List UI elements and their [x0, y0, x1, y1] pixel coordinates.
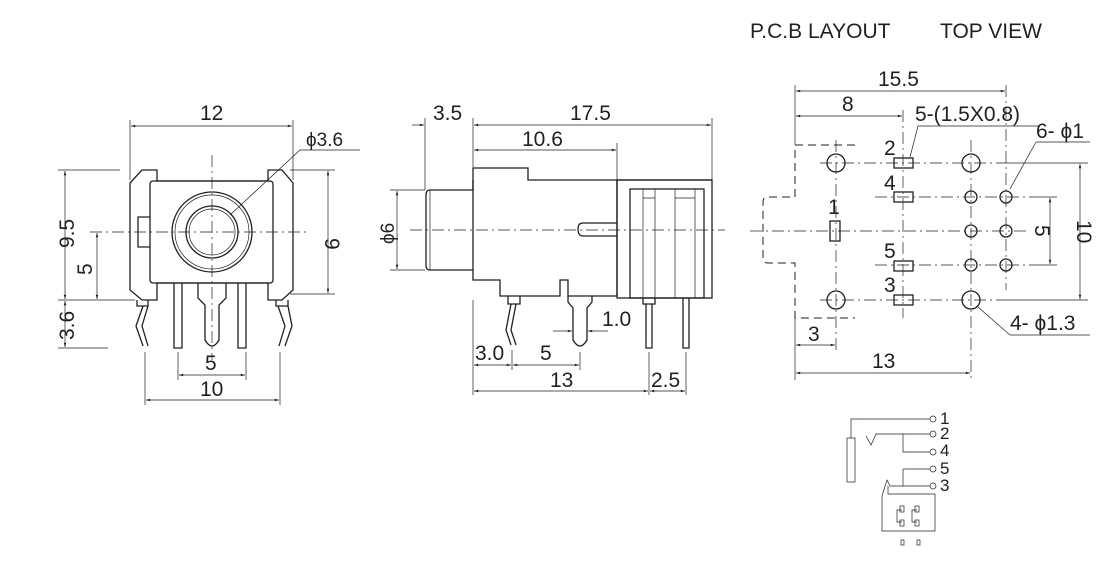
- slot-spec-label: 5-(1.5X0.8): [915, 103, 1020, 126]
- pcb-layout-view: 1 2 4 5 3 15.5 8 5-(1.5X0.8) 6- ϕ1 4- ϕ1…: [750, 68, 1095, 380]
- dim-body-height: 9: [320, 238, 343, 250]
- dim-pin-pitch: 5: [205, 352, 217, 375]
- dim-nose-length: 3.5: [433, 102, 462, 125]
- schematic-pin-1: 1: [940, 409, 949, 428]
- dim-pin-span: 10: [200, 378, 223, 401]
- dim-edge: 3: [808, 323, 820, 346]
- large-hole: [826, 153, 981, 310]
- dim-pin-length: 3.6: [56, 311, 79, 340]
- dim-height-total: 9.5: [56, 219, 79, 248]
- dim-pitch-large: 10: [1072, 220, 1095, 243]
- side-view: 3.5 17.5 10.6 ϕ6 1.0 3.0 5 13 2.5: [378, 102, 725, 395]
- front-view: 12 ϕ3.6 9.5 5 3.6 9 5 10: [56, 102, 360, 405]
- small-hole: [964, 190, 1013, 272]
- dim-hole-dia: ϕ3.6: [306, 130, 343, 151]
- dim-offset: 8: [842, 93, 854, 116]
- top-view-title: TOP VIEW: [940, 20, 1042, 43]
- small-holes-label: 6- ϕ1: [1036, 120, 1084, 143]
- schematic-pin-3: 3: [940, 476, 949, 495]
- dim-pin-offset: 3.0: [475, 342, 504, 365]
- dim-pin-span: 13: [550, 369, 573, 392]
- schematic: 1 2 4 5 3: [846, 409, 949, 546]
- schematic-pin-2: 2: [940, 424, 949, 443]
- pad-label-2: 2: [884, 137, 896, 160]
- schematic-pin-4: 4: [940, 441, 949, 460]
- pcb-layout-title: P.C.B LAYOUT: [750, 20, 891, 43]
- dim-width: 12: [200, 102, 223, 125]
- dim-nose-dia: ϕ6: [378, 223, 399, 244]
- pad-label-4: 4: [884, 172, 896, 195]
- dim-pin-width: 1.0: [602, 308, 631, 331]
- dim-pin-pitch: 5: [540, 342, 552, 365]
- schematic-pin-5: 5: [940, 459, 949, 478]
- dim-width: 15.5: [878, 68, 919, 91]
- pad-label-3: 3: [884, 274, 896, 297]
- dim-total-length: 17.5: [570, 102, 611, 125]
- large-holes-label: 4- ϕ1.3: [1010, 312, 1075, 335]
- pad-label-1: 1: [828, 196, 840, 219]
- dim-front-section: 10.6: [522, 128, 563, 151]
- dim-center-height: 5: [74, 263, 97, 275]
- dim-span: 13: [872, 350, 895, 373]
- pad-label-5: 5: [884, 240, 896, 263]
- dim-pitch-small: 5: [1030, 225, 1053, 237]
- dim-rear-pitch: 2.5: [651, 369, 680, 392]
